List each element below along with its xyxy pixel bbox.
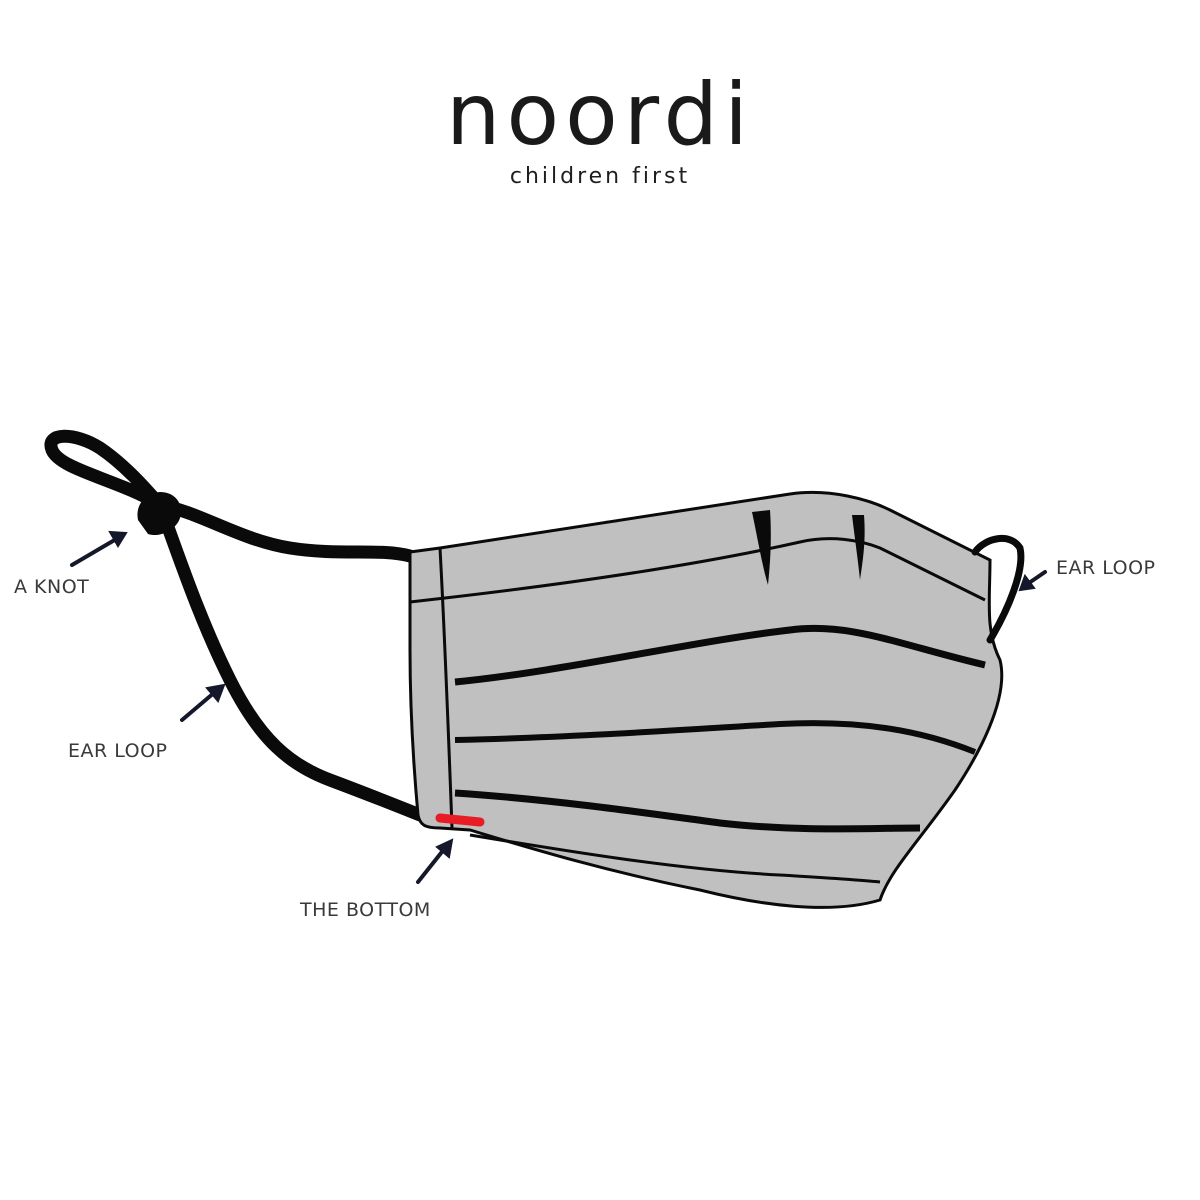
label-a-knot: A KNOT [14, 576, 90, 598]
right-ear-loop [971, 535, 1025, 644]
knot-icon [137, 492, 182, 536]
bottom-marker [435, 813, 485, 827]
label-the-bottom: THE BOTTOM [300, 899, 431, 921]
arrow-ear-loop-right-icon [1018, 570, 1047, 592]
arrow-bottom-icon [416, 838, 454, 884]
brand-logo: noordi [445, 65, 755, 165]
arrow-knot-icon [70, 530, 128, 567]
label-ear-loop-left: EAR LOOP [68, 740, 168, 762]
arrow-ear-loop-left-icon [180, 683, 226, 722]
mask-body [408, 490, 1004, 909]
label-ear-loop-right: EAR LOOP [1056, 557, 1156, 579]
left-ear-loop [44, 429, 427, 822]
brand-tagline: children first [509, 164, 691, 189]
arrows [70, 530, 1047, 884]
